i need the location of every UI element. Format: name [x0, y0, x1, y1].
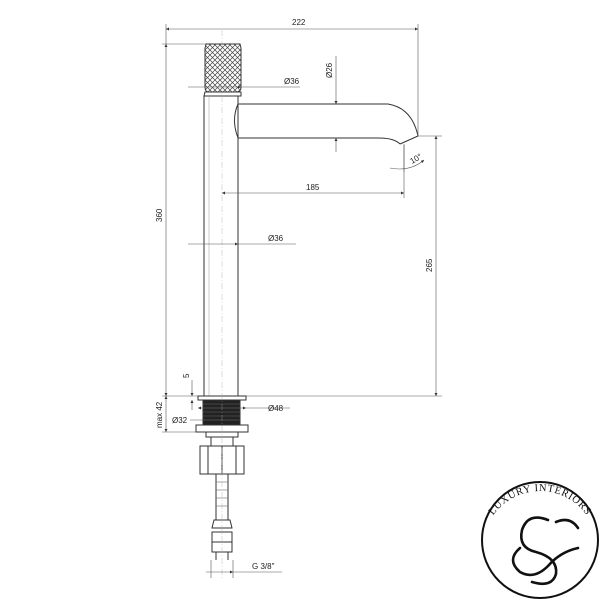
threaded-rod	[210, 437, 234, 446]
spout-outlet	[399, 135, 419, 145]
dimension-labels: 222 Ø26 Ø36 185 10° 360 Ø36 265 5 Ø48 Ø3…	[155, 18, 434, 571]
dim-outlet-diameter: Ø26	[325, 62, 334, 78]
dim-base-gap: 5	[182, 373, 191, 378]
main-body	[203, 96, 239, 396]
faucet-outline	[195, 30, 419, 580]
handle-collar	[203, 91, 242, 97]
spout-joint	[234, 103, 239, 139]
dim-total-height: 360	[155, 208, 164, 222]
dim-mount-diameter: Ø32	[172, 416, 188, 425]
logo-monogram-icon	[511, 516, 580, 586]
dim-max-counter: max 42	[155, 401, 164, 428]
mounting-nut	[199, 445, 245, 475]
dim-total-width: 222	[292, 18, 306, 27]
spout	[238, 103, 419, 145]
dimension-lines	[162, 24, 442, 578]
luxury-interiors-logo: LUXURY INTERIORS	[481, 481, 599, 599]
dim-body-diameter: Ø36	[268, 234, 284, 243]
logo-outer-ring	[481, 481, 599, 599]
hose-connector	[211, 519, 233, 529]
mounting-plate	[195, 424, 249, 433]
dim-connection-thread: G 3/8"	[252, 562, 275, 571]
knurled-handle	[204, 43, 242, 93]
dim-angle: 10°	[409, 152, 424, 166]
dim-spout-height: 265	[425, 258, 434, 272]
dim-handle-diameter: Ø36	[284, 77, 300, 86]
dim-spout-reach: 185	[306, 183, 320, 192]
dim-base-diameter: Ø48	[268, 404, 284, 413]
